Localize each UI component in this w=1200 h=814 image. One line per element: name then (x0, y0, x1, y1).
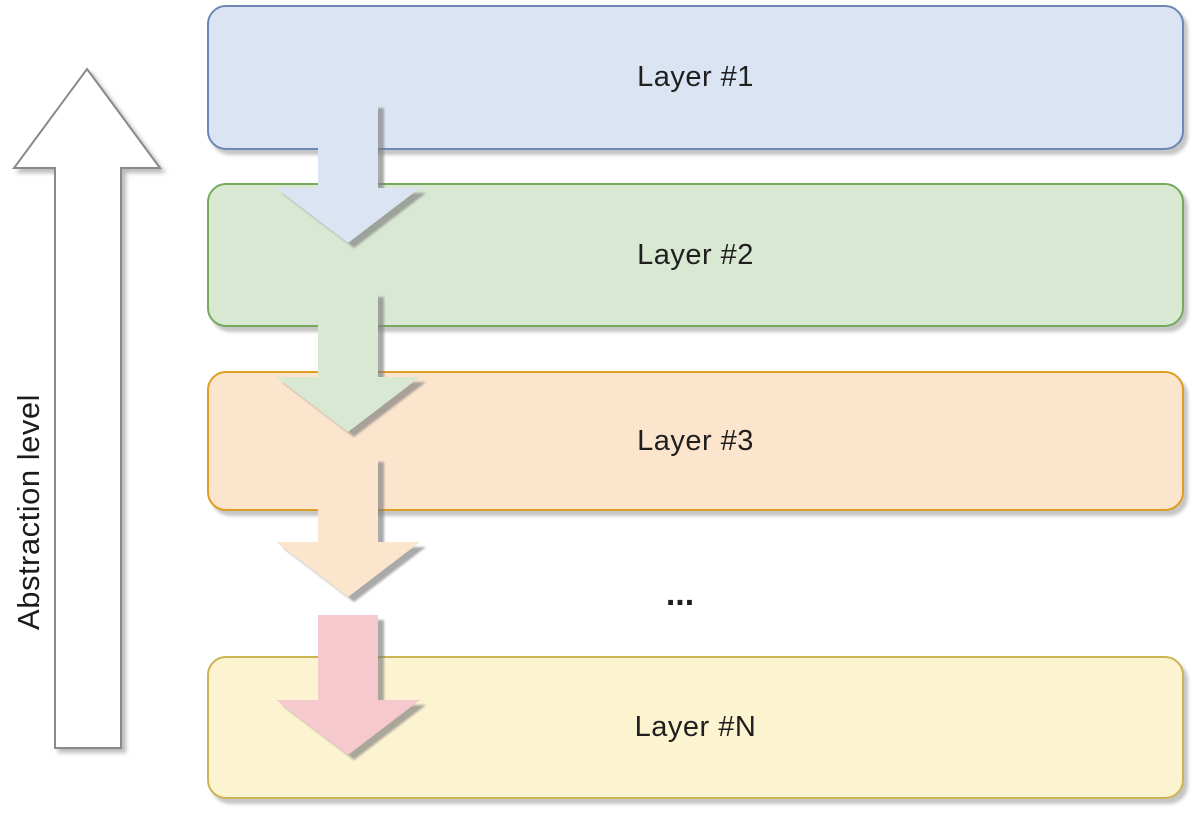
up-arrow-shape (12, 67, 162, 749)
down-arrow-shape (276, 615, 420, 755)
ellipsis-text: ... (665, 575, 695, 613)
down-arrow-ellipsis-to-layerN (276, 615, 420, 755)
down-arrow-layer3-to-ellipsis (276, 457, 420, 597)
down-arrow-shape (276, 292, 420, 432)
layer-label-1: Layer #1 (637, 61, 754, 93)
down-arrow-layer1-to-layer2 (276, 103, 420, 243)
layer-label-3: Layer #3 (637, 424, 754, 457)
layer-label-2: Layer #2 (637, 238, 754, 271)
down-arrow-shape (276, 457, 420, 597)
abstraction-axis-label: Abstraction level (0, 340, 58, 684)
down-arrow-layer2-to-layer3 (276, 292, 420, 432)
abstraction-axis-label-text: Abstraction level (11, 394, 47, 630)
abstraction-axis-up-arrow (12, 67, 162, 749)
down-arrow-shape (276, 103, 420, 243)
ellipsis-label: ... (560, 563, 800, 613)
layer-label-n: Layer #N (634, 711, 757, 743)
